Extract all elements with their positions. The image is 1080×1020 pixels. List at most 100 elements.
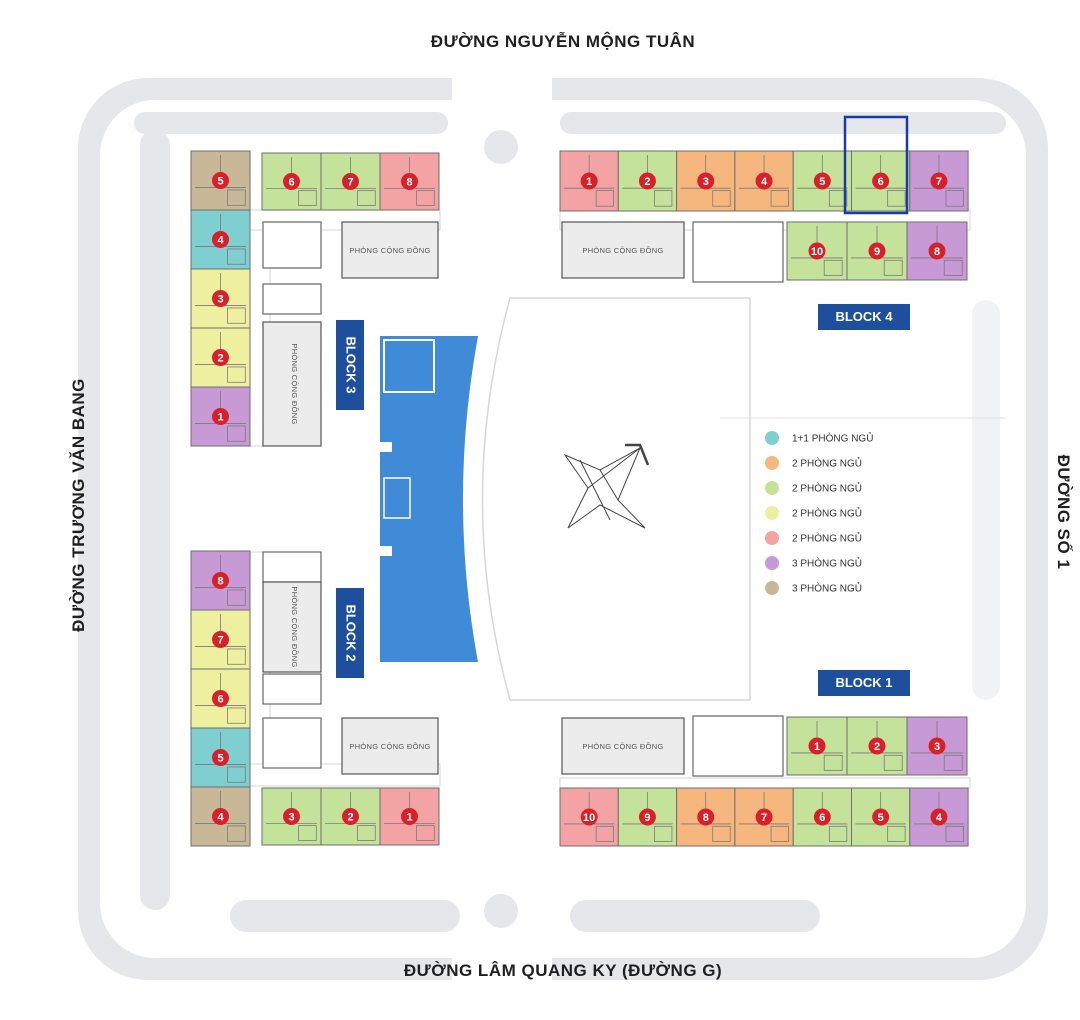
unit-bath (227, 648, 246, 665)
unit-number-badge (212, 231, 229, 248)
apartment-unit[interactable]: 5 (190, 727, 251, 788)
unit-number-badge (212, 349, 229, 366)
unit-bath (823, 259, 843, 276)
unit-number: 5 (878, 812, 884, 824)
landscape-strip (972, 300, 1000, 700)
unit-number: 2 (217, 353, 223, 365)
apartment-unit[interactable]: 2 (320, 787, 381, 846)
apartment-unit[interactable]: 3 (676, 150, 736, 212)
unit-number: 2 (874, 741, 880, 753)
unit-number-badge (872, 172, 890, 190)
unit-bath (357, 190, 376, 206)
apartment-unit[interactable]: 3 (261, 787, 322, 846)
apartment-unit[interactable]: 2 (190, 327, 251, 388)
apartment-unit[interactable]: 8 (906, 221, 968, 281)
unit-number-badge (872, 808, 890, 826)
apartment-unit[interactable]: 8 (190, 550, 251, 611)
unit-bath (945, 190, 964, 207)
unit-number: 7 (347, 177, 353, 189)
unit-number-badge (755, 808, 773, 826)
unit-bath (712, 825, 731, 842)
apartment-unit[interactable]: 10 (559, 787, 619, 847)
apartment-unit[interactable]: 3 (906, 716, 968, 776)
legend-label: 1+1 PHÒNG NGỦ (792, 432, 873, 445)
unit-number-badge (928, 242, 946, 260)
common-room (262, 581, 322, 673)
unit-bath (770, 825, 789, 842)
unit-number: 10 (811, 246, 823, 258)
apartment-unit[interactable]: 6 (851, 150, 911, 212)
unit-bath (654, 190, 673, 207)
apartment-unit[interactable]: 7 (190, 609, 251, 670)
pool-deck-outline (383, 339, 435, 393)
unit-bath (227, 766, 246, 783)
apartment-unit[interactable]: 5 (851, 787, 911, 847)
unit-bath (883, 754, 903, 771)
legend-swatch (765, 531, 779, 545)
apartment-unit[interactable]: 4 (909, 787, 969, 847)
unit-number-badge (212, 690, 229, 707)
block-2-label: BLOCK 2 (336, 588, 364, 678)
apartment-unit[interactable]: 4 (190, 786, 251, 847)
unit-bath (770, 190, 789, 207)
apartment-unit[interactable]: 4 (734, 150, 794, 212)
landscape-strip (140, 130, 170, 910)
legend-swatch (765, 431, 779, 445)
common-room (341, 717, 439, 775)
unit-number: 4 (761, 176, 768, 188)
apartment-unit[interactable]: 9 (617, 787, 678, 847)
unit-number-badge (868, 737, 886, 755)
apartment-unit[interactable]: 9 (846, 221, 908, 281)
apartment-unit[interactable]: 6 (261, 152, 322, 211)
planter (484, 130, 518, 164)
unit-number: 9 (874, 246, 880, 258)
unit-number: 9 (644, 812, 650, 824)
unit-number: 3 (288, 812, 294, 824)
unit-number: 2 (347, 812, 353, 824)
block-4-label: BLOCK 4 (818, 304, 910, 330)
unit-bath (227, 248, 246, 265)
unit-number-badge (401, 808, 418, 825)
apartment-unit[interactable]: 5 (792, 150, 853, 212)
apartment-unit[interactable]: 4 (190, 209, 251, 270)
sculpture-icon (563, 443, 650, 529)
apartment-unit[interactable]: 10 (786, 221, 848, 281)
apartment-unit[interactable]: 8 (379, 152, 440, 211)
unit-number-badge (212, 572, 229, 589)
unit-number: 1 (586, 176, 592, 188)
apartment-unit[interactable]: 2 (617, 150, 678, 212)
apartment-unit[interactable]: 2 (846, 716, 908, 776)
apartment-unit[interactable]: 7 (320, 152, 381, 211)
apartment-unit[interactable]: 8 (676, 787, 736, 847)
unit-bath (227, 189, 246, 206)
unit-number-badge (401, 173, 418, 190)
common-room-label: PHÒNG CỘNG ĐỒNG (349, 245, 430, 255)
apartment-unit[interactable]: 1 (190, 386, 251, 447)
apartment-unit[interactable]: 6 (792, 787, 853, 847)
apartment-unit[interactable]: 7 (909, 150, 969, 212)
apartment-unit[interactable]: 1 (379, 787, 440, 846)
swimming-pool (380, 336, 478, 662)
unit-number-badge (697, 808, 715, 826)
unit-bath (823, 754, 843, 771)
legend-item: 2 PHÒNG NGỦ (765, 456, 862, 470)
unit-number-badge (212, 290, 229, 307)
legend-item: 2 PHÒNG NGỦ (765, 481, 862, 495)
landscape-strip (230, 900, 460, 932)
apartment-unit[interactable]: 1 (786, 716, 848, 776)
apartment-unit[interactable]: 5 (190, 150, 251, 211)
unit-number: 7 (761, 812, 767, 824)
svg-text:BLOCK 2: BLOCK 2 (344, 604, 359, 661)
apartment-unit[interactable]: 1 (559, 150, 619, 212)
apartment-unit[interactable]: 6 (190, 668, 251, 729)
unit-number: 1 (814, 741, 820, 753)
block-1-label: BLOCK 1 (818, 670, 910, 696)
unit-number-badge (808, 737, 826, 755)
unit-number: 2 (644, 176, 650, 188)
unit-bath (227, 366, 246, 383)
apartment-unit[interactable]: 3 (190, 268, 251, 329)
apartment-unit[interactable]: 7 (734, 787, 794, 847)
unit-number-badge (755, 172, 773, 190)
